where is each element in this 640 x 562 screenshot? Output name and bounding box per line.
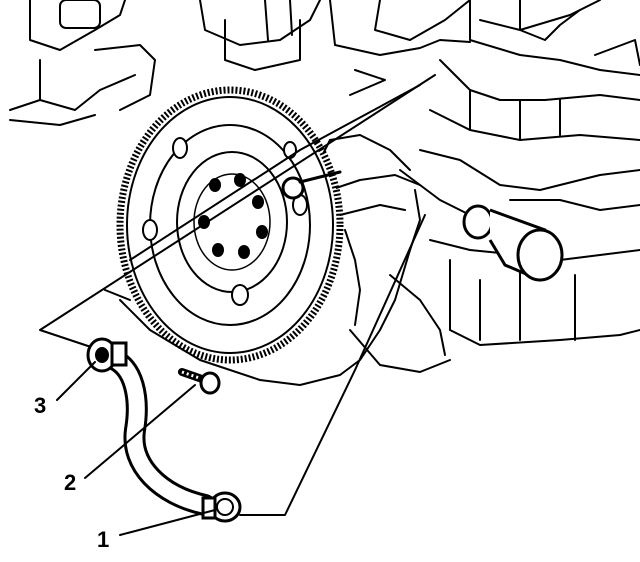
upper-bolt [281,170,342,200]
leader-lines [39,69,436,516]
callout-1-label: 1 [97,527,109,552]
bolt-item-2 [178,368,221,395]
callout-2-label: 2 [64,470,76,495]
oil-line [99,347,216,516]
flywheel-bolt-holes [198,173,268,259]
callout-3-label: 3 [34,393,46,418]
lower-fitting-nut [201,491,242,523]
flywheel [116,86,344,364]
oil-filter-adapter [462,204,564,282]
callout-leaders [56,361,216,536]
upper-fitting-nut [86,337,128,373]
